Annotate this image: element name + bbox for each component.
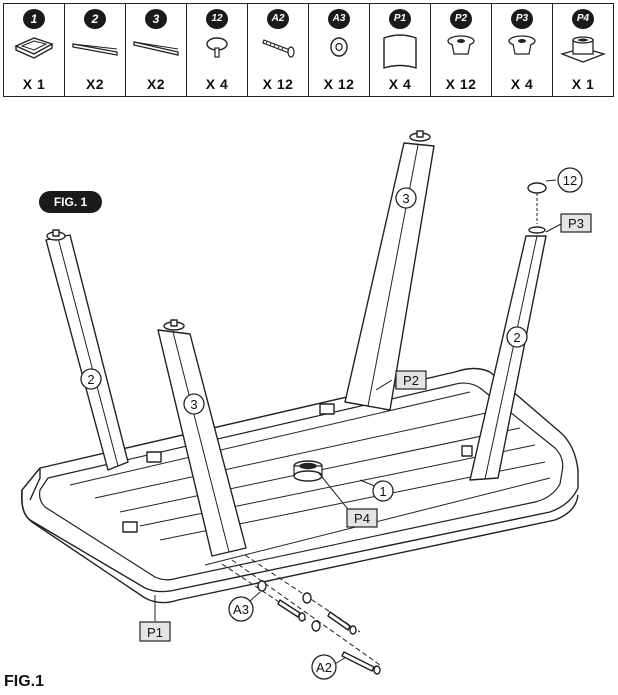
bolt-icon: [248, 32, 308, 72]
part-cell-P4: P4 X 1: [553, 4, 613, 96]
callout-label-2-right: 2: [513, 330, 520, 345]
figure-caption: FIG.1: [4, 673, 45, 690]
box-label-P4: [346, 508, 378, 528]
callout-circle-3-front: [183, 393, 205, 415]
callout-label-3-back: 3: [402, 191, 409, 206]
part-number-badge: 2: [84, 9, 106, 29]
part-quantity: X 1: [22, 76, 46, 92]
callout-label-2-left: 2: [87, 372, 94, 387]
part-number-badge: A3: [328, 9, 350, 29]
leg-3-front: [157, 329, 247, 557]
callout-circle-2-right: [506, 326, 528, 348]
part-cell-12: 12 X 4: [187, 4, 248, 96]
leg-2-right: [469, 235, 547, 481]
box-label-P3: [560, 213, 592, 233]
box-text-P4: P4: [354, 511, 370, 526]
table-top-icon: [4, 32, 64, 72]
part-quantity: X 4: [388, 76, 412, 92]
long-rail-icon: [126, 32, 186, 72]
callout-circle-3-back: [395, 187, 417, 209]
box-label-P1: [139, 621, 171, 642]
part-number-badge: 3: [145, 9, 167, 29]
part-quantity: X2: [146, 76, 166, 92]
leg-3-back: [344, 142, 435, 411]
part-cell-3: 3 X2: [126, 4, 187, 96]
callout-label-A2: A2: [316, 660, 332, 675]
part-number-badge: 12: [206, 9, 228, 29]
part-number-badge: A2: [267, 9, 289, 29]
part-cell-A2: A2 X 12: [248, 4, 309, 96]
leg-cap-icon: [431, 32, 491, 72]
callout-label-1: 1: [379, 484, 386, 499]
part-number-badge: P2: [450, 9, 472, 29]
part-cell-A3: A3 X 12: [309, 4, 370, 96]
part-cell-P2: P2 X 12: [431, 4, 492, 96]
part-quantity: X 1: [571, 76, 595, 92]
part-number-badge: P4: [572, 9, 594, 29]
washer-icon: [309, 32, 369, 72]
part-quantity: X 12: [445, 76, 477, 92]
part-quantity: X 4: [205, 76, 229, 92]
callout-label-A3: A3: [233, 602, 249, 617]
part-cell-1: 1 X 1: [4, 4, 65, 96]
part-cell-2: 2 X2: [65, 4, 126, 96]
figure-badge: FIG. 1: [39, 191, 102, 213]
callout-label-12: 12: [563, 173, 577, 188]
callout-circle-A2: [311, 654, 337, 680]
part-number-badge: P1: [389, 9, 411, 29]
box-text-P1: P1: [147, 625, 163, 640]
part-cell-P1: P1 X 4: [370, 4, 431, 96]
ball-return-icon: [553, 32, 613, 72]
long-rail-icon: [65, 32, 125, 72]
leveler-foot-icon: [187, 32, 247, 72]
part-cell-P3: P3 X 4: [492, 4, 553, 96]
leg-cap-icon: [492, 32, 552, 72]
part-quantity: X 12: [323, 76, 355, 92]
callout-label-3-front: 3: [190, 397, 197, 412]
part-quantity: X 12: [262, 76, 294, 92]
box-text-P3: P3: [568, 216, 584, 231]
callout-circle-2-left: [80, 368, 102, 390]
part-quantity: X2: [85, 76, 105, 92]
corner-bracket-icon: [370, 32, 430, 72]
part-number-badge: 1: [23, 9, 45, 29]
leg-2-left: [45, 234, 129, 471]
part-number-badge: P3: [511, 9, 533, 29]
box-text-P2: P2: [403, 373, 419, 388]
callout-circle-12: [557, 167, 583, 193]
callout-circle-1: [372, 480, 394, 502]
callout-circle-A3: [228, 596, 254, 622]
part-quantity: X 4: [510, 76, 534, 92]
parts-list-table: 1 X 1 2 X2 3 X2 12 X 4 A2 X 12 A3: [3, 3, 614, 97]
box-label-P2: [395, 370, 427, 390]
